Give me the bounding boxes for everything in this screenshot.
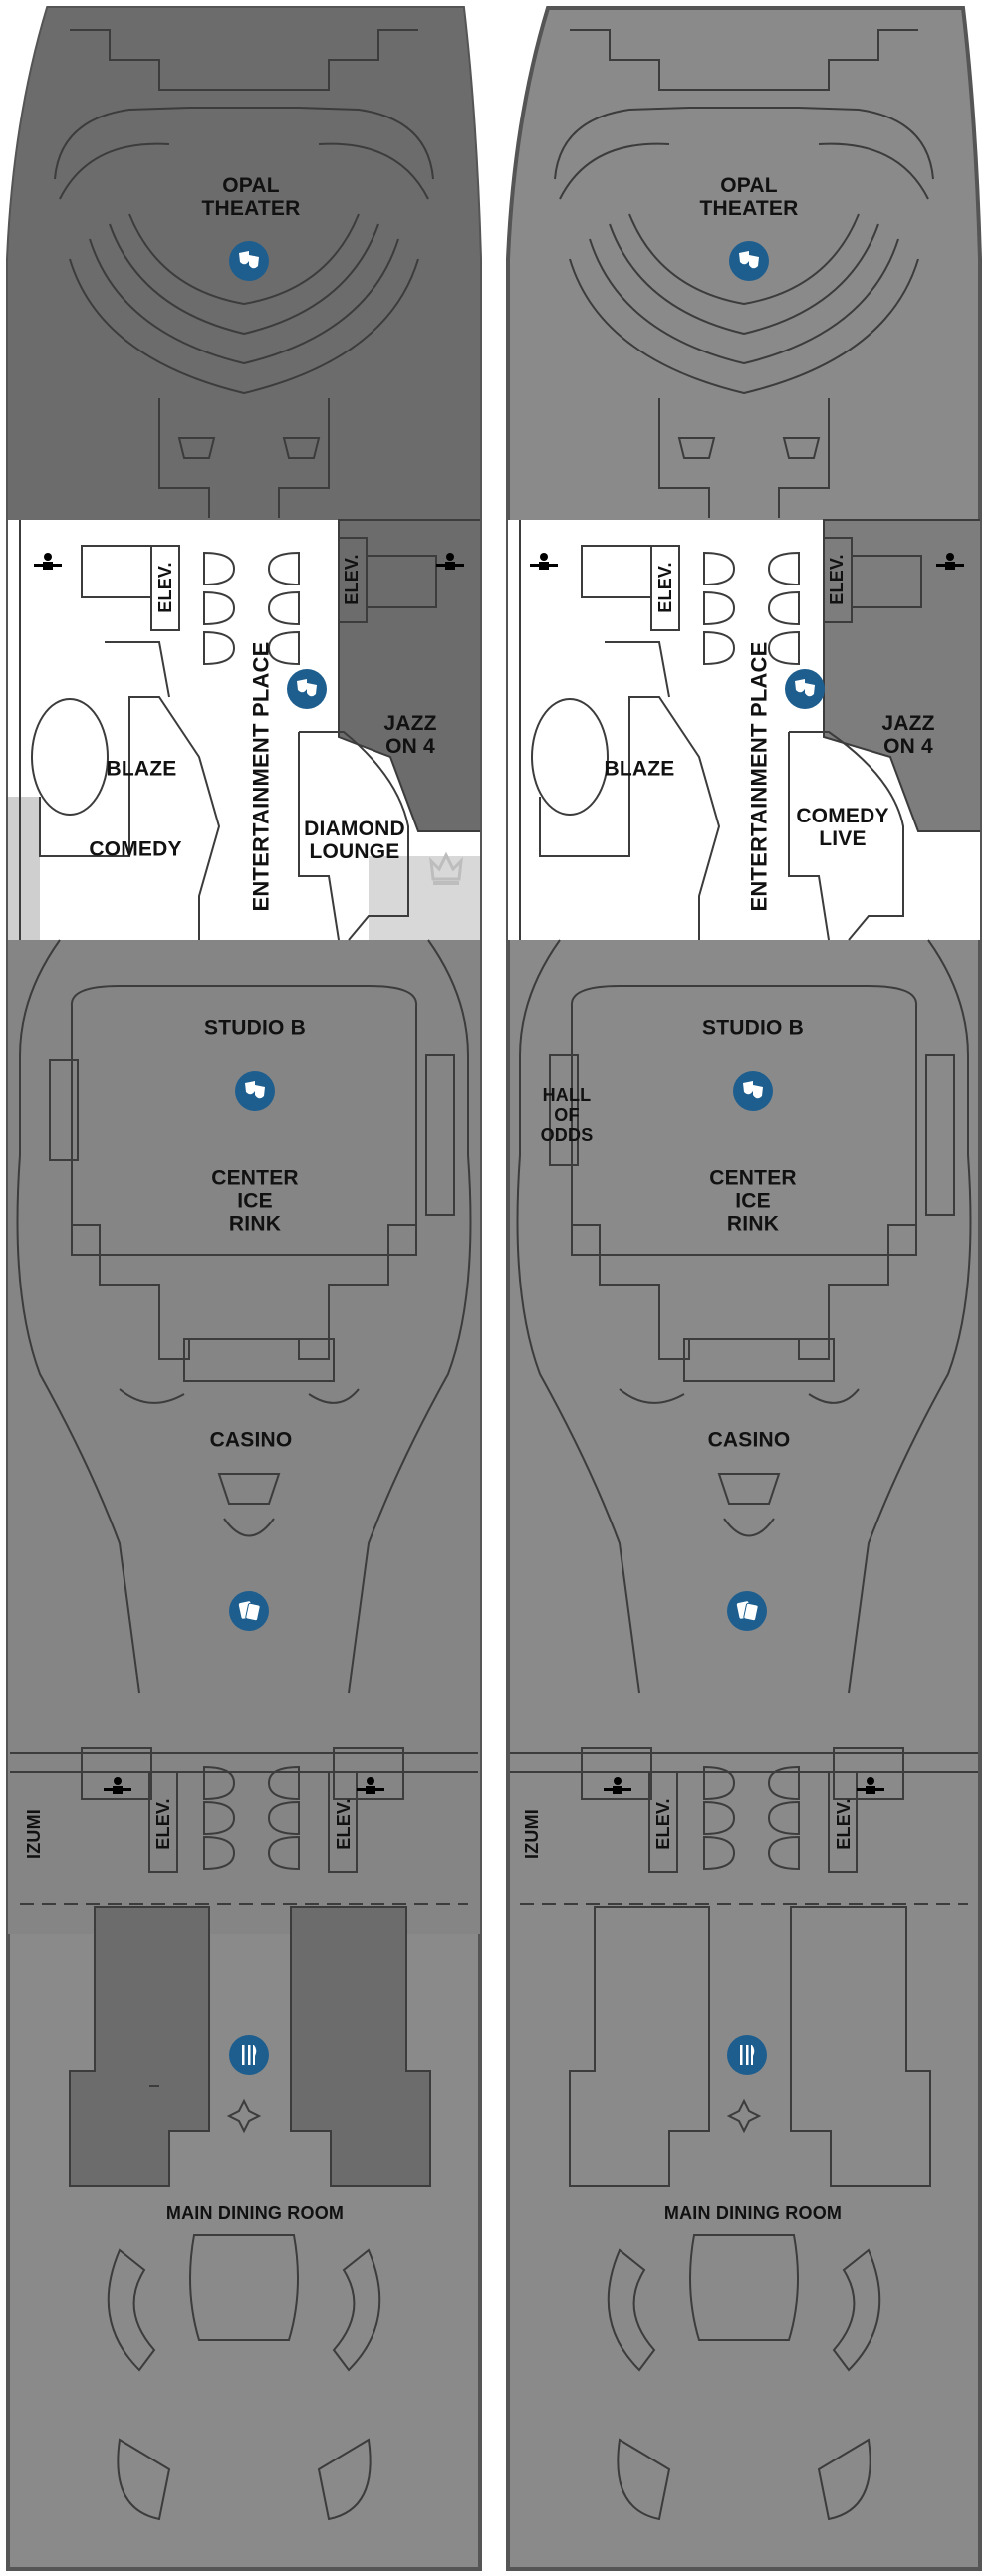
theater-masks-icon[interactable] (732, 1070, 774, 1112)
casino-label: CASINO (209, 1428, 293, 1452)
jazz-on-4-label: JAZZ ON 4 (881, 712, 935, 758)
elevator-label: ELEV. (834, 1798, 854, 1850)
opal-theater-label: OPAL THEATER (699, 174, 799, 220)
restroom-icon[interactable] (600, 1776, 635, 1800)
izumi-label: IZUMI (522, 1809, 542, 1859)
center-ice-rink-label: CENTER ICE RINK (211, 1166, 299, 1236)
elevator-label: ELEV. (827, 554, 847, 605)
hall-of-odds-label: HALL OF ODDS (540, 1085, 594, 1145)
lounge-label: DIAMOND LOUNGE (304, 818, 405, 863)
entertainment-place-label: ENTERTAINMENT PLACE (746, 641, 772, 912)
restroom-icon[interactable] (432, 552, 468, 576)
restroom-icon[interactable] (353, 1776, 388, 1800)
izumi-label: IZUMI (24, 1809, 44, 1859)
restroom-icon[interactable] (30, 552, 66, 576)
theater-masks-icon[interactable] (228, 240, 270, 282)
royal-caribbean-crown-logo (429, 851, 463, 885)
elevator-label: ELEV. (153, 1798, 173, 1850)
restroom-icon[interactable] (853, 1776, 888, 1800)
deck-plan-left: OPAL THEATER ELEV. ELEV. ENTERTAINMENT P… (0, 0, 488, 2576)
comedy-live-label: COMEDY LIVE (796, 805, 889, 850)
comedy-label: COMEDY (89, 837, 182, 861)
entertainment-place-label: ENTERTAINMENT PLACE (248, 641, 274, 912)
deck-map-graphic (506, 6, 982, 2571)
theater-masks-icon[interactable] (286, 668, 328, 710)
playing-cards-icon[interactable] (228, 1590, 270, 1632)
elevator-label: ELEV. (155, 562, 175, 613)
main-dining-room-label: MAIN DINING ROOM (165, 2203, 345, 2223)
theater-masks-icon[interactable] (784, 668, 826, 710)
elevator-label: ELEV. (655, 562, 675, 613)
elevator-label: ELEV. (342, 554, 362, 605)
theater-masks-icon[interactable] (728, 240, 770, 282)
restroom-icon[interactable] (100, 1776, 135, 1800)
deck-plan-right: OPAL THEATER ELEV. ELEV. ENTERTAINMENT P… (500, 0, 988, 2576)
fork-knife-icon[interactable] (726, 2034, 768, 2076)
elevator-label: ELEV. (334, 1798, 354, 1850)
restroom-icon[interactable] (526, 552, 562, 576)
main-dining-room-label: MAIN DINING ROOM (663, 2203, 843, 2223)
studio-b-label: STUDIO B (204, 1016, 306, 1040)
center-ice-rink-label: CENTER ICE RINK (709, 1166, 797, 1236)
blaze-label: BLAZE (604, 757, 675, 781)
jazz-on-4-label: JAZZ ON 4 (383, 712, 437, 758)
elevator-label: ELEV. (653, 1798, 673, 1850)
studio-b-label: STUDIO B (702, 1016, 804, 1040)
opal-theater-label: OPAL THEATER (201, 174, 301, 220)
restroom-icon[interactable] (932, 552, 968, 576)
playing-cards-icon[interactable] (726, 1590, 768, 1632)
casino-label: CASINO (707, 1428, 791, 1452)
theater-masks-icon[interactable] (234, 1070, 276, 1112)
deck-map-graphic (6, 6, 482, 2571)
blaze-label: BLAZE (106, 757, 177, 781)
fork-knife-icon[interactable] (228, 2034, 270, 2076)
